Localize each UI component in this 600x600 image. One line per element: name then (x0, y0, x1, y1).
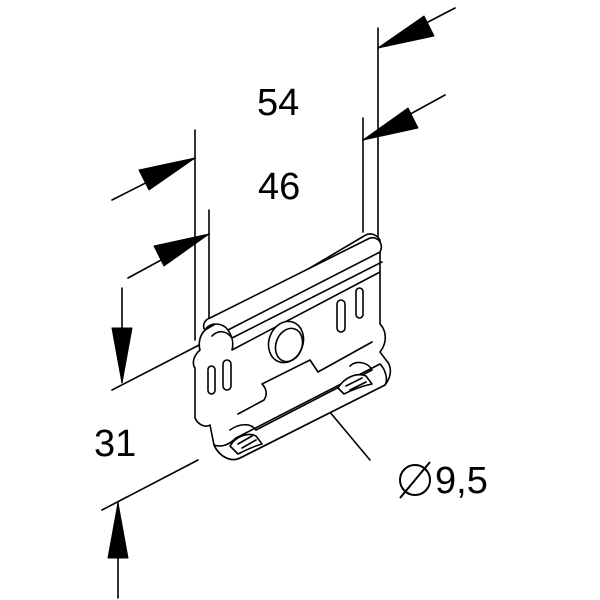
clamp-top-lip (202, 236, 383, 331)
arrowhead-46-left (153, 233, 210, 267)
slot-left-2 (222, 359, 232, 391)
slot-left-1 (207, 365, 216, 395)
extension-line-bottom-31 (101, 459, 199, 511)
arrowhead-46-right (362, 107, 419, 141)
dimension-label-hole-diameter: 9,5 (435, 460, 488, 502)
claw-right (337, 373, 373, 395)
claw-left-detail (237, 435, 257, 449)
arrowhead-31-bottom (107, 502, 129, 559)
arrowhead-54-left (138, 157, 196, 191)
dimension-label-31: 31 (94, 423, 137, 465)
clamp-bottom-rib (229, 361, 373, 431)
clamp-center-hole-inner (274, 327, 304, 363)
claw-right-detail (345, 377, 367, 391)
clamp-part (192, 233, 392, 461)
dimension-label-46: 46 (258, 166, 301, 208)
arrowhead-54-right (377, 15, 435, 49)
dimension-54-lines (111, 7, 456, 341)
dimension-31-lines (101, 287, 206, 599)
dimension-label-54: 54 (257, 82, 300, 124)
dimension-46-lines (127, 94, 446, 323)
clamp-top-lip-fold (227, 271, 381, 351)
slot-right-1 (336, 299, 346, 333)
slot-right-2 (355, 287, 364, 319)
arrowhead-31-top (111, 327, 133, 384)
claw-left (229, 433, 263, 455)
extension-line-top-31 (111, 341, 206, 391)
clamp-mid-fold (237, 341, 373, 415)
